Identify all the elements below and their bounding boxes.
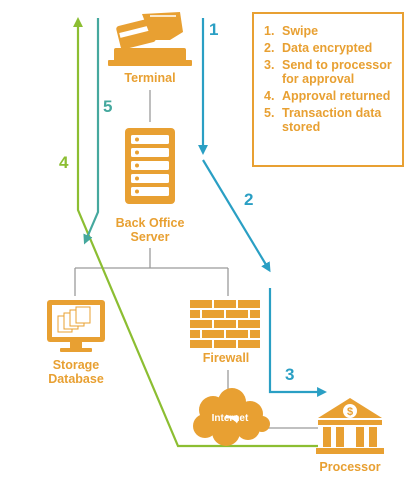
back-office-server-label: Back Office Server bbox=[100, 216, 200, 244]
step-number-3: 3 bbox=[285, 365, 295, 384]
step-number-5: 5 bbox=[103, 97, 113, 116]
flow-arrow-step-2 bbox=[202, 159, 271, 273]
terminal-label: Terminal bbox=[124, 71, 176, 85]
legend-item-number: 5. bbox=[264, 106, 275, 120]
back-office-server-label-line-2: Server bbox=[130, 230, 170, 244]
legend-item: 4. Approval returned bbox=[264, 89, 396, 103]
storage-monitor-icon bbox=[47, 300, 105, 352]
legend-item-text: Data encrypted bbox=[282, 41, 373, 55]
flow-arrow-step-3 bbox=[268, 288, 327, 397]
legend-item: 2. Data encrypted bbox=[264, 41, 396, 55]
storage-database-label-line-1: Storage bbox=[52, 358, 100, 372]
legend-item-text: Approval returned bbox=[282, 89, 391, 103]
legend-item-text: Transaction data stored bbox=[282, 106, 382, 134]
connector-lines bbox=[74, 90, 318, 429]
internet-label: Internet bbox=[211, 413, 249, 424]
legend-item-number: 4. bbox=[264, 89, 275, 103]
legend-box: 1. Swipe 2. Data encrypted 3. Send to pr… bbox=[252, 12, 404, 167]
dollar-sign-icon: $ bbox=[347, 406, 353, 418]
processor-bank-icon bbox=[316, 398, 384, 454]
step-number-2: 2 bbox=[244, 190, 254, 209]
flow-arrow-step-4 bbox=[73, 17, 318, 448]
legend-item-number: 2. bbox=[264, 41, 275, 55]
legend-item: 1. Swipe bbox=[264, 24, 396, 38]
server-icon bbox=[125, 128, 175, 204]
legend-item-text: Swipe bbox=[282, 24, 319, 38]
storage-database-label: Storage Database bbox=[36, 358, 116, 386]
step-number-4: 4 bbox=[59, 153, 69, 172]
step-number-1: 1 bbox=[209, 20, 219, 39]
processor-label: Processor bbox=[319, 460, 381, 474]
terminal-icon bbox=[108, 12, 192, 66]
legend-item-number: 3. bbox=[264, 58, 275, 72]
internet-cloud-icon bbox=[193, 388, 270, 446]
legend-item: 3. Send to processor for approval bbox=[264, 58, 396, 86]
legend-item-number: 1. bbox=[264, 24, 275, 38]
legend-item: 5. Transaction data stored bbox=[264, 106, 396, 134]
back-office-server-label-line-1: Back Office bbox=[115, 216, 185, 230]
firewall-icon bbox=[190, 300, 260, 348]
storage-database-label-line-2: Database bbox=[48, 372, 104, 386]
flow-arrow-step-5 bbox=[83, 18, 100, 245]
legend-item-text: Send to processor for approval bbox=[282, 58, 392, 86]
firewall-label: Firewall bbox=[202, 351, 250, 365]
